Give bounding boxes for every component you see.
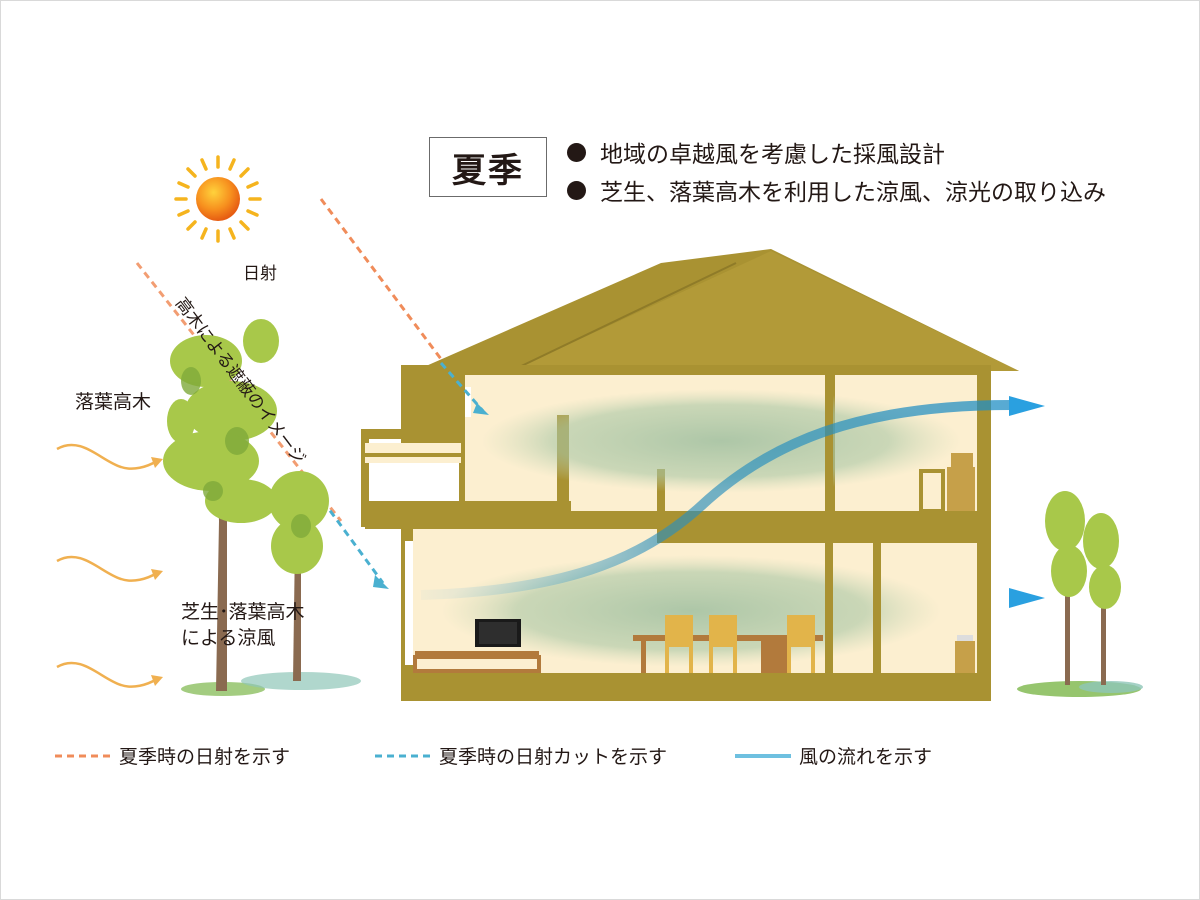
legend-sun-cut: 夏季時の日射カットを示す — [375, 742, 667, 769]
wind-flow — [420, 396, 1045, 608]
dashed-blue-line-icon — [375, 754, 431, 757]
legend-wind-flow: 風の流れを示す — [735, 742, 932, 769]
label-cool-breeze: 芝生･落葉高木 による涼風 — [181, 599, 341, 651]
label-sun: 日射 — [243, 264, 277, 284]
bullet-icon — [567, 180, 586, 200]
point-ventilation: 地域の卓越風を考慮した採風設計 — [567, 135, 945, 169]
legend-summer-sun: 夏季時の日射を示す — [55, 742, 290, 769]
legend-label: 夏季時の日射カットを示す — [439, 746, 668, 768]
wind-line-icon — [735, 753, 791, 758]
house-section — [361, 249, 1019, 701]
point-text: 芝生、落葉高木を利用した涼風、涼光の取り込み — [600, 180, 1106, 206]
label-deciduous-tree: 落葉高木 — [75, 391, 152, 413]
bullet-icon — [567, 142, 586, 162]
label-cool-breeze-line2: による涼風 — [181, 627, 276, 649]
legend-label: 風の流れを示す — [799, 746, 933, 768]
sun-ray-lines — [135, 198, 489, 589]
deciduous-tree-left — [163, 319, 361, 696]
sun-icon — [174, 155, 262, 243]
dashed-orange-line-icon — [55, 754, 111, 757]
breeze-arrows — [56, 443, 158, 688]
legend-label: 夏季時の日射を示す — [119, 746, 291, 768]
deciduous-tree-right — [1017, 491, 1143, 697]
season-label: 夏季 — [429, 137, 547, 197]
point-cool-breeze: 芝生、落葉高木を利用した涼風、涼光の取り込み — [567, 173, 1106, 207]
point-text: 地域の卓越風を考慮した採風設計 — [600, 142, 945, 168]
label-cool-breeze-line1: 芝生･落葉高木 — [181, 601, 305, 623]
